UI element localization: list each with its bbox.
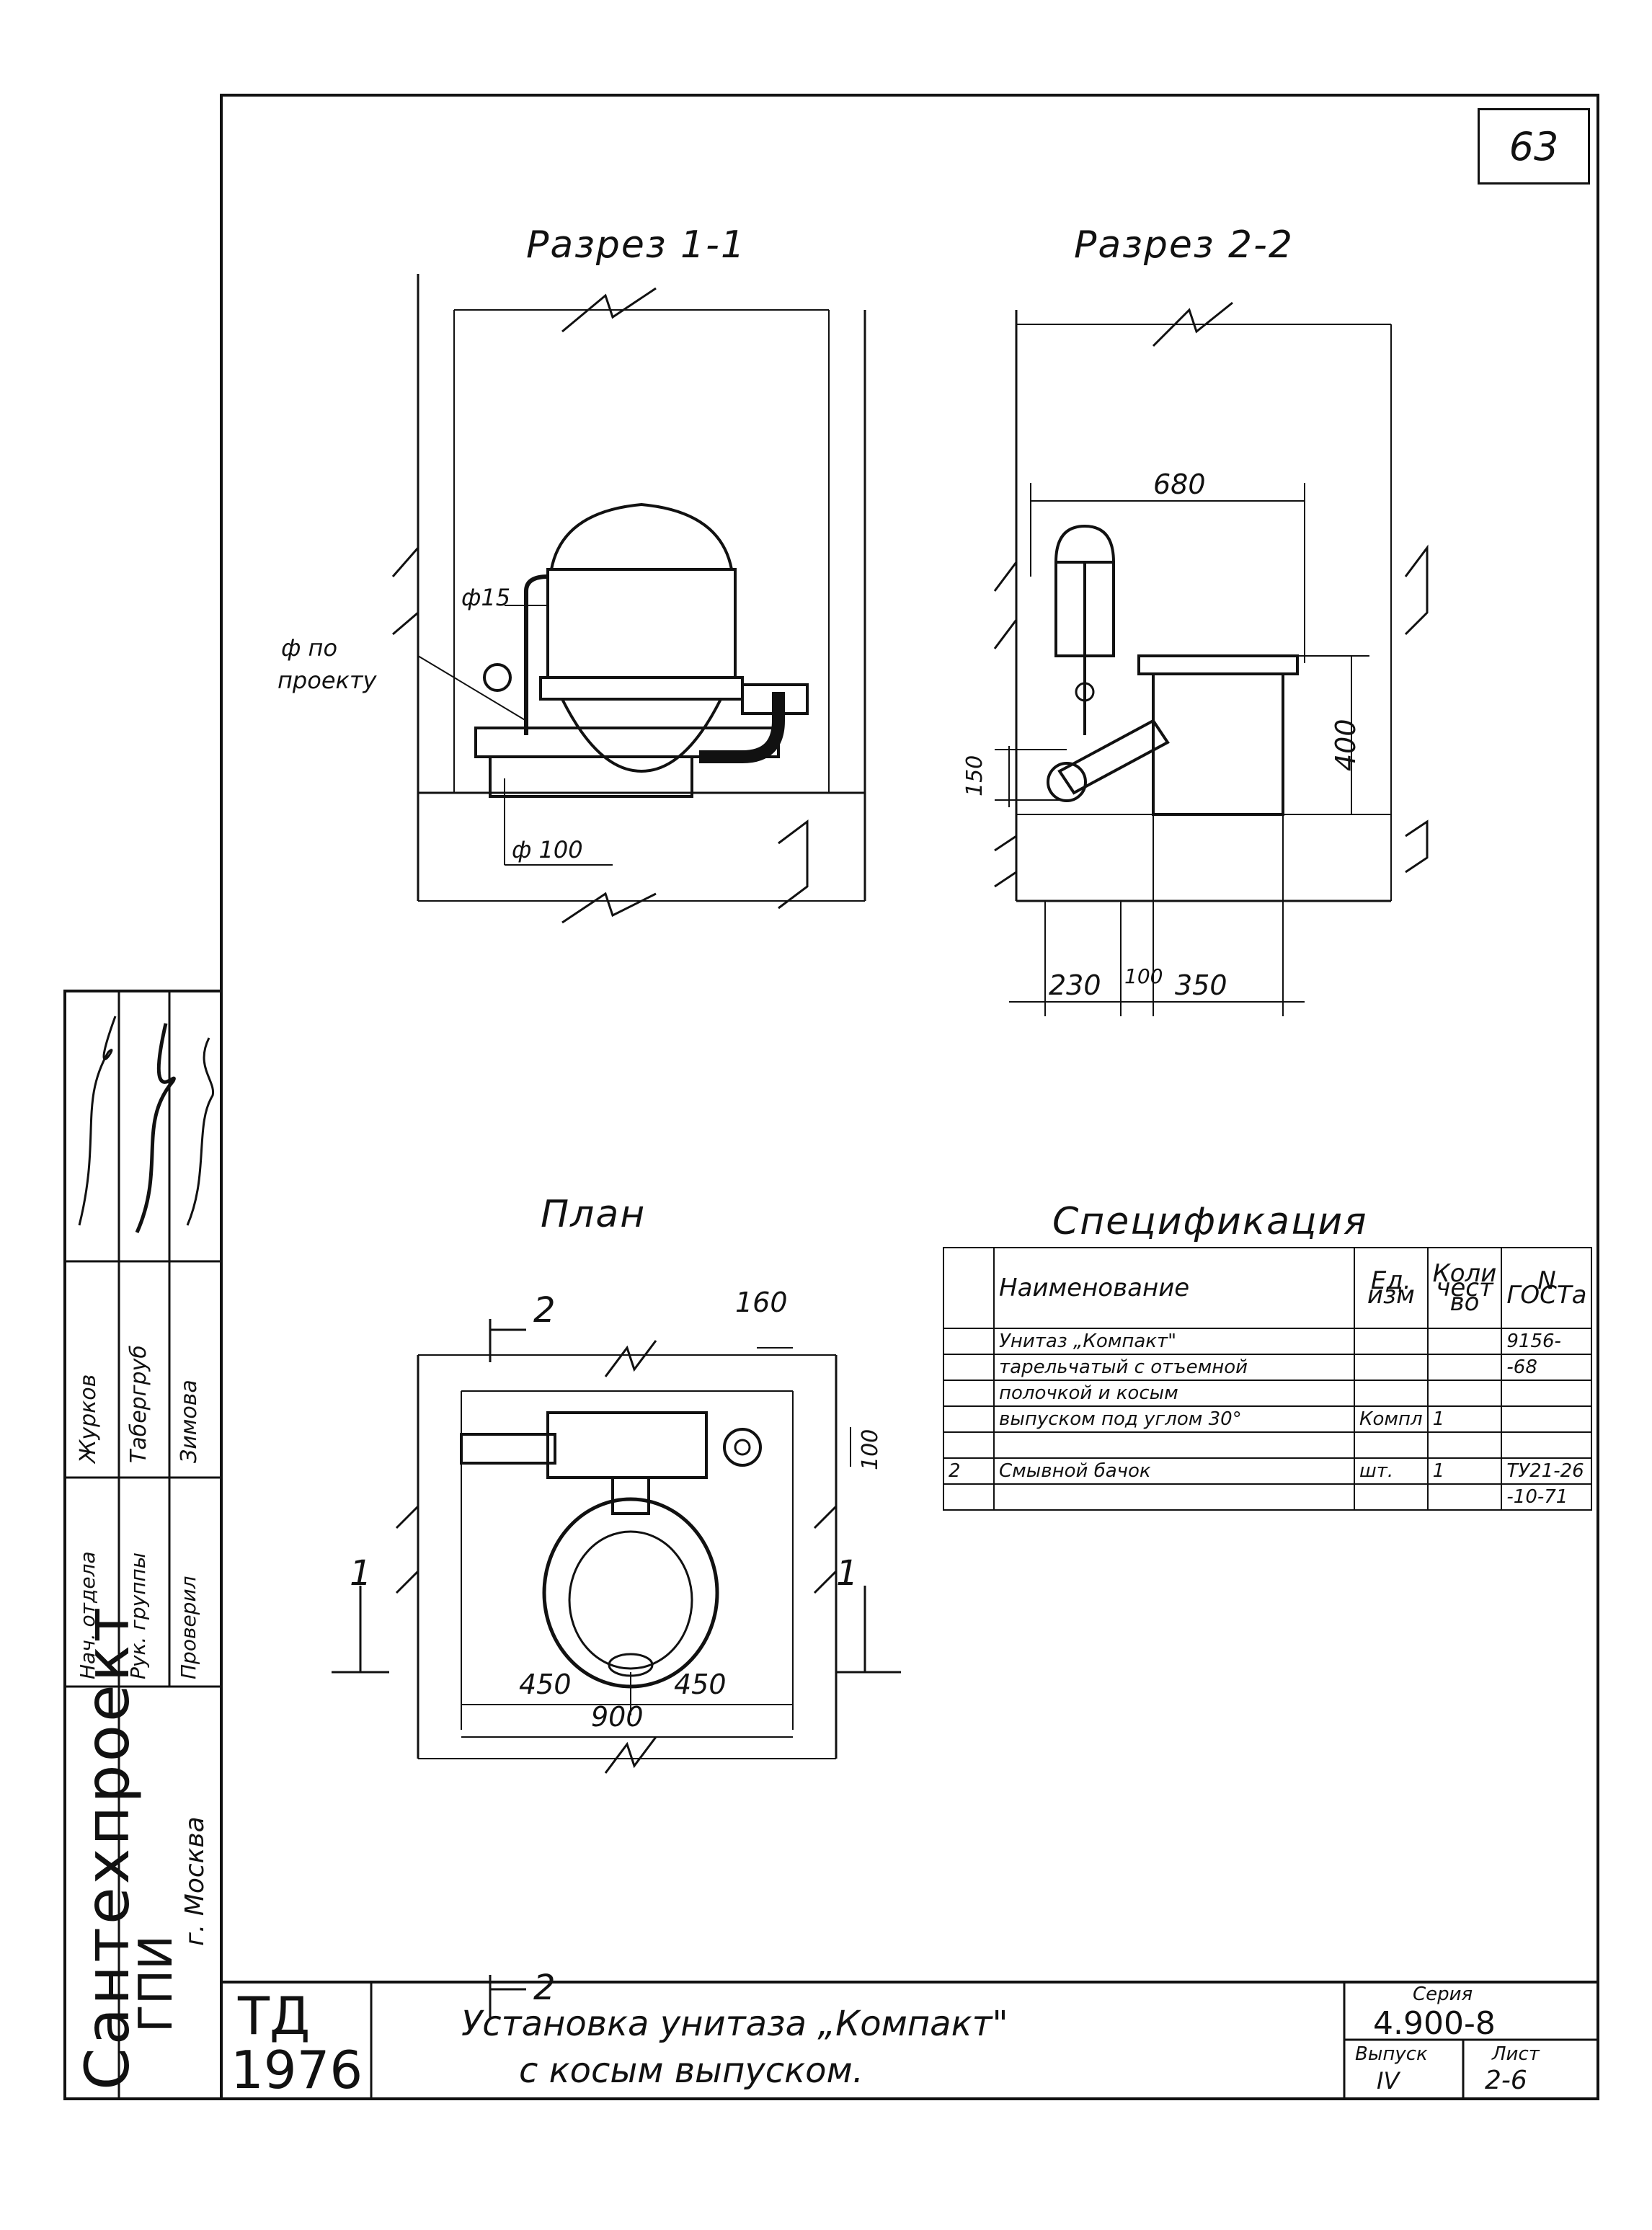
spec-header-unit: Ед. изм: [1354, 1247, 1429, 1329]
plan-drawing: [332, 1319, 901, 2018]
sheet-value: 2-6: [1485, 2066, 1527, 2095]
name-checked: Зимова: [177, 1380, 202, 1463]
dim-400: 400: [1330, 719, 1362, 771]
series-value: 4.900-8: [1373, 2005, 1496, 2042]
spec-pos: [943, 1354, 995, 1381]
spec-qty: [1426, 1483, 1503, 1511]
spec-gost: -10-71: [1501, 1483, 1593, 1511]
dim-160: 160: [735, 1287, 788, 1318]
section-2-title: Разрез 2-2: [1074, 223, 1294, 267]
cut-1-left: 1: [350, 1553, 372, 1594]
role-head-dept: Нач. отдела: [76, 1551, 99, 1679]
spec-pos: [943, 1380, 995, 1407]
spec-unit: [1354, 1354, 1429, 1381]
spec-table: Наименование Ед. изм Коли чест во N ГОСТ…: [943, 1247, 1593, 1511]
spec-name: [993, 1483, 1355, 1511]
org-short: ГПИ: [130, 1934, 183, 2033]
doc-code: ТД: [238, 1986, 311, 2046]
spec-row: Унитаз „Компакт" 9156-: [943, 1328, 1593, 1355]
spec-qty: [1426, 1380, 1503, 1407]
spec-name: Смывной бачок: [993, 1457, 1355, 1485]
role-group-lead: Рук. группы: [126, 1552, 150, 1679]
series-label: Серия: [1413, 1984, 1473, 2005]
spec-header-name: Наименование: [993, 1247, 1355, 1329]
section-1-drawing: [391, 274, 866, 924]
spec-name: тарельчатый с отъемной: [993, 1354, 1355, 1381]
spec-unit: Компл: [1354, 1405, 1429, 1433]
doc-year: 1976: [231, 2040, 363, 2100]
dim-450-right: 450: [674, 1669, 727, 1700]
spec-unit: [1354, 1380, 1429, 1407]
spec-unit: [1354, 1328, 1429, 1355]
issue-label: Выпуск: [1355, 2043, 1428, 2065]
sheet-label: Лист: [1492, 2043, 1540, 2065]
spec-pos: 2: [943, 1457, 995, 1485]
name-head-dept: Журков: [76, 1374, 101, 1463]
spec-qty: 1: [1426, 1405, 1503, 1433]
signatures: [78, 1016, 215, 1234]
label-d15: ф15: [461, 584, 511, 611]
cut-1-right: 1: [836, 1553, 858, 1594]
spec-gost: [1501, 1380, 1593, 1407]
spec-row: тарельчатый с отъемной -68: [943, 1354, 1593, 1381]
spec-qty: [1426, 1354, 1503, 1381]
dim-900: 900: [591, 1701, 644, 1733]
spec-row: полочкой и косым: [943, 1380, 1593, 1407]
dim-680: 680: [1153, 468, 1206, 500]
spec-pos: [943, 1431, 995, 1459]
section-1-title: Разрез 1-1: [526, 223, 746, 267]
spec-name: полочкой и косым: [993, 1380, 1355, 1407]
spec-qty: 1: [1426, 1457, 1503, 1485]
dim-450-left: 450: [519, 1669, 572, 1700]
label-d-project-2: проекту: [277, 667, 377, 694]
dim-100: 100: [1124, 964, 1163, 988]
spec-gost: [1501, 1405, 1593, 1433]
spec-unit: [1354, 1431, 1429, 1459]
sheet-number: 63: [1478, 108, 1590, 185]
doc-title-line1: Установка унитаза „Компакт": [461, 2004, 1008, 2044]
cut-2-bottom: 2: [533, 1968, 556, 2008]
spec-name: Унитаз „Компакт": [993, 1328, 1355, 1355]
spec-unit: [1354, 1483, 1429, 1511]
org-city: г. Москва: [180, 1816, 210, 1946]
spec-pos: [943, 1405, 995, 1433]
dim-150: 150: [962, 755, 987, 796]
dim-100-plan: 100: [858, 1429, 883, 1470]
spec-header-pos: [943, 1247, 995, 1329]
issue-value: IV: [1377, 2067, 1400, 2094]
plan-title: План: [541, 1193, 647, 1236]
spec-title: Спецификация: [1052, 1200, 1368, 1243]
label-d-project-1: ф по: [281, 634, 338, 662]
spec-name: выпуском под углом 30°: [993, 1405, 1355, 1433]
spec-pos: [943, 1483, 995, 1511]
label-d100: ф 100: [512, 836, 583, 863]
section-2-drawing: [993, 301, 1429, 1016]
spec-qty: [1426, 1431, 1503, 1459]
spec-header-row: Наименование Ед. изм Коли чест во N ГОСТ…: [943, 1247, 1593, 1329]
name-group-lead: Табергруб: [126, 1345, 151, 1463]
spec-gost: -68: [1501, 1354, 1593, 1381]
spec-unit: шт.: [1354, 1457, 1429, 1485]
spec-row: -10-71: [943, 1483, 1593, 1511]
spec-gost: 9156-: [1501, 1328, 1593, 1355]
spec-gost: [1501, 1431, 1593, 1459]
spec-row: [943, 1431, 1593, 1459]
spec-header-gost: N ГОСТа: [1501, 1247, 1593, 1329]
spec-gost: ТУ21-26: [1501, 1457, 1593, 1485]
dim-350: 350: [1175, 969, 1227, 1001]
spec-pos: [943, 1328, 995, 1355]
doc-title-line2: с косым выпуском.: [519, 2051, 863, 2091]
dim-230: 230: [1049, 969, 1101, 1001]
cut-2-top: 2: [533, 1290, 556, 1331]
spec-qty: [1426, 1328, 1503, 1355]
spec-header-qty: Коли чест во: [1426, 1247, 1503, 1329]
role-checked: Проверил: [177, 1576, 200, 1679]
spec-name: [993, 1431, 1355, 1459]
